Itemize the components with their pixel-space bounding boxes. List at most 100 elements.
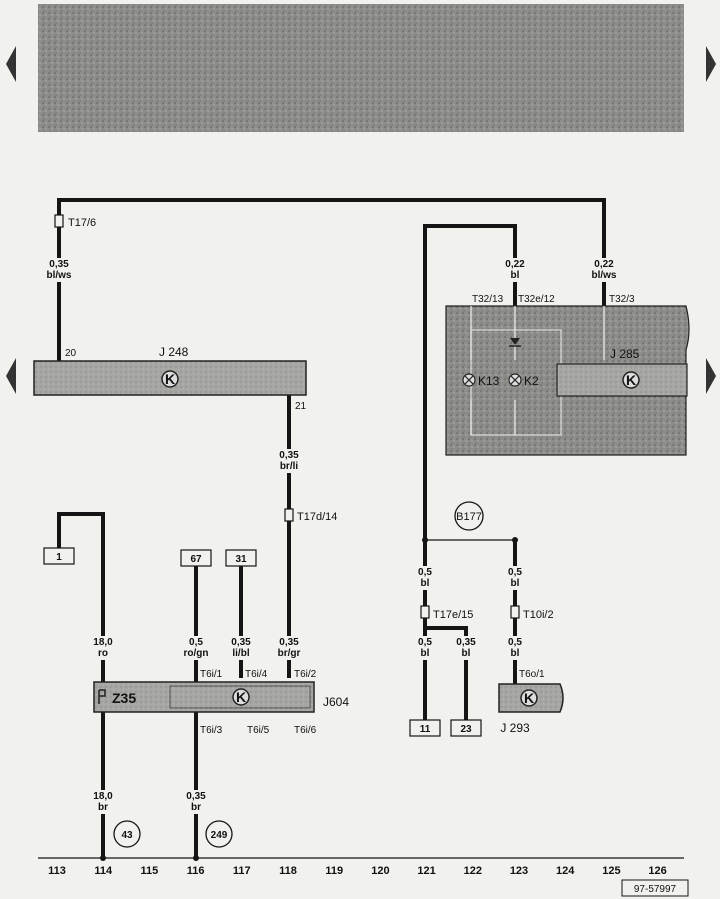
connector-t32e-12: T32e/12: [518, 294, 555, 305]
scale-label-123: 123: [510, 865, 528, 877]
connector-t6i-5: T6i/5: [247, 725, 270, 736]
wire-122: [426, 626, 468, 722]
svg-text:0,22: 0,22: [594, 259, 614, 270]
reference-number: 97-57997: [634, 884, 677, 895]
component-j293-label: J 293: [500, 721, 530, 735]
svg-text:0,22: 0,22: [505, 259, 525, 270]
lamp-k2-label: K2: [524, 374, 539, 388]
module-k-icon: [161, 370, 179, 388]
wire-labels: 0,35 bl/ws 0,35 br/li 0,22 bl 0,22 bl/ws…: [46, 258, 619, 814]
connector-t6i-3: T6i/3: [200, 725, 223, 736]
lamp-k13-icon: [462, 373, 476, 387]
splice-b177-label: B177: [456, 511, 482, 523]
right-arrow-icon: [706, 358, 716, 394]
svg-text:bl: bl: [511, 578, 520, 589]
scale-label-121: 121: [417, 865, 435, 877]
left-arrow-icon: [6, 46, 16, 82]
component-j285: [556, 363, 688, 397]
svg-text:0,5: 0,5: [508, 567, 522, 578]
scale-label-122: 122: [464, 865, 482, 877]
module-k-label: K: [165, 371, 175, 387]
header-band: [38, 4, 684, 132]
scale-label-115: 115: [141, 865, 159, 877]
svg-text:18,0: 18,0: [93, 637, 113, 648]
terminal-1: 1: [56, 552, 62, 563]
terminal-11: 11: [420, 724, 431, 735]
scale-label-116: 116: [187, 865, 205, 877]
scale-label-117: 117: [233, 865, 251, 877]
svg-text:bl/ws: bl/ws: [591, 270, 616, 281]
plug-t17d-14: [284, 508, 294, 522]
connector-t32-3: T32/3: [609, 294, 635, 305]
junction-dot: [512, 537, 518, 543]
scale-label-124: 124: [556, 865, 575, 877]
module-k-label: K: [236, 689, 246, 705]
plug-connectors: [54, 214, 520, 619]
ground-43-label: 43: [121, 830, 133, 841]
connector-t17d-14: T17d/14: [297, 511, 337, 523]
scale-label-118: 118: [279, 865, 297, 877]
svg-text:0,35: 0,35: [49, 259, 69, 270]
ground-249-label: 249: [211, 830, 228, 841]
connector-t6i-1: T6i/1: [200, 669, 223, 680]
svg-text:bl: bl: [511, 648, 520, 659]
module-k-icon: [232, 688, 250, 706]
svg-text:bl: bl: [421, 648, 430, 659]
lamp-k13-label: K13: [478, 374, 500, 388]
svg-text:0,5: 0,5: [418, 567, 432, 578]
connector-t6i-2: T6i/2: [294, 669, 317, 680]
left-arrow-icon: [6, 358, 16, 394]
pin-20: 20: [65, 348, 77, 359]
connector-t32-13: T32/13: [472, 294, 504, 305]
svg-text:br: br: [191, 802, 201, 813]
module-k-icon: [520, 689, 538, 707]
svg-text:0,35: 0,35: [456, 637, 476, 648]
right-arrow-icon: [706, 46, 716, 82]
module-k-icon: [622, 371, 640, 389]
scale-label-119: 119: [325, 865, 343, 877]
svg-text:ro: ro: [98, 648, 108, 659]
reference-box: [621, 879, 689, 897]
plug-t17e-15: [420, 605, 430, 619]
svg-text:br/gr: br/gr: [278, 648, 301, 659]
svg-text:0,5: 0,5: [508, 637, 522, 648]
component-j604-label: J604: [323, 695, 349, 709]
connector-t17-6: T17/6: [68, 217, 96, 229]
junction-dot: [422, 537, 428, 543]
plug-t10i-2: [510, 605, 520, 619]
svg-text:0,5: 0,5: [418, 637, 432, 648]
scale-label-114: 114: [94, 865, 113, 877]
component-j604: [93, 681, 315, 713]
scale-label-120: 120: [371, 865, 389, 877]
module-k-label: K: [626, 372, 636, 388]
module-k-label: K: [524, 690, 534, 706]
svg-text:br/li: br/li: [280, 461, 299, 472]
ground-249-icon: [205, 820, 233, 848]
svg-text:0,35: 0,35: [231, 637, 251, 648]
connector-t17e-15: T17e/15: [433, 609, 473, 621]
connector-t10i-2: T10i/2: [523, 609, 554, 621]
svg-text:0,35: 0,35: [279, 450, 299, 461]
svg-text:bl: bl: [462, 648, 471, 659]
connector-t6i-4: T6i/4: [245, 669, 268, 680]
svg-text:bl: bl: [511, 270, 520, 281]
svg-text:br: br: [98, 802, 108, 813]
terminal-67: 67: [190, 554, 202, 565]
component-z35-label: Z35: [112, 690, 136, 706]
j285-internals: [470, 306, 605, 435]
svg-text:18,0: 18,0: [93, 791, 113, 802]
plug-t17-6: [54, 214, 64, 228]
component-j285-label: J 285: [610, 347, 640, 361]
fuse-relay-icon: [98, 689, 106, 704]
svg-text:0,35: 0,35: [279, 637, 299, 648]
splice-b177-icon: [454, 501, 484, 531]
svg-text:bl: bl: [421, 578, 430, 589]
diode-icon: [510, 338, 520, 345]
component-j248-label: J 248: [159, 345, 189, 359]
ground-43-icon: [113, 820, 141, 848]
svg-text:0,35: 0,35: [186, 791, 206, 802]
terminal-31: 31: [235, 554, 247, 565]
